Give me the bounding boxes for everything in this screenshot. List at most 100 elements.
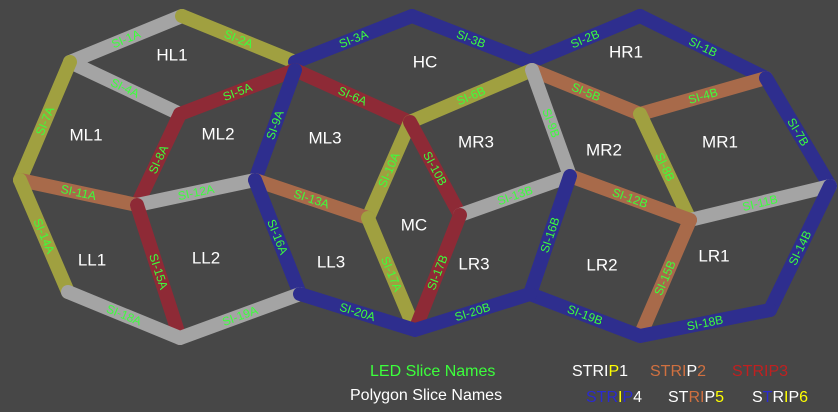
edge-si-17b bbox=[408, 208, 467, 337]
polygon-label-mr3: MR3 bbox=[458, 133, 494, 152]
led-slice-label: SI-4B bbox=[687, 85, 720, 107]
edge-si-3a bbox=[288, 9, 419, 69]
edge-si-2a bbox=[175, 9, 302, 69]
led-slice-label: SI-1B bbox=[686, 34, 719, 60]
legend-strip-char: R bbox=[670, 363, 682, 380]
legend-strip-char: S bbox=[572, 363, 583, 380]
polygon-label-ll1: LL1 bbox=[78, 251, 106, 270]
edge-si-8b bbox=[633, 107, 697, 227]
edge-si-5a bbox=[173, 63, 302, 121]
led-slice-label: SI-10B bbox=[420, 149, 450, 188]
legend-strip-char: S bbox=[586, 389, 597, 406]
polygon-label-mr1: MR1 bbox=[702, 133, 738, 152]
edge-si-17a bbox=[361, 211, 422, 337]
led-slice-label: SI-20A bbox=[338, 300, 377, 324]
legend-strip-char: R bbox=[752, 363, 764, 380]
edge-si-9b bbox=[525, 63, 577, 183]
led-slice-label: SI-2B bbox=[568, 27, 601, 51]
edge-si-2b bbox=[523, 9, 647, 69]
led-slice-label: SI-6A bbox=[336, 83, 369, 108]
edge-si-18b bbox=[633, 303, 777, 343]
legend-strip-char: I bbox=[604, 363, 608, 380]
legend-strip-char: S bbox=[650, 363, 661, 380]
legend-strip-char: 3 bbox=[779, 363, 788, 380]
legend-led-title: LED Slice Names bbox=[370, 363, 495, 380]
led-slice-label: SI-12B bbox=[610, 185, 649, 211]
led-slice-label: SI-18A bbox=[104, 302, 143, 329]
legend-strip-char: P bbox=[608, 363, 619, 380]
led-slice-label: SI-7B bbox=[784, 116, 811, 149]
legend-strip-char: S bbox=[668, 389, 679, 406]
edge-si-6a bbox=[288, 63, 417, 129]
edge-si-13a bbox=[248, 173, 375, 225]
edge-si-16b bbox=[523, 169, 577, 301]
legend-strip-char: S bbox=[752, 389, 763, 406]
led-slice-label: SI-17A bbox=[378, 254, 405, 293]
edge-si-20b bbox=[408, 287, 537, 337]
edge-si-14a bbox=[13, 173, 75, 299]
polygon-label-hr1: HR1 bbox=[609, 43, 643, 62]
edge-si-14b bbox=[763, 179, 837, 317]
led-slice-label: SI-5B bbox=[569, 80, 602, 104]
legend-strip-char: I bbox=[784, 389, 788, 406]
edge-si-5b bbox=[525, 63, 647, 121]
legend-strip-char: T bbox=[583, 363, 593, 380]
edge-si-11b bbox=[683, 179, 837, 227]
edge-si-19b bbox=[523, 287, 647, 343]
edge-si-1b bbox=[633, 9, 773, 85]
legend-strip-char: P bbox=[704, 389, 715, 406]
legend-strip-char: I bbox=[764, 363, 768, 380]
legend-strip-char: S bbox=[732, 363, 743, 380]
polygon-label-lr1: LR1 bbox=[698, 247, 729, 266]
led-slice-label: SI-1A bbox=[109, 27, 142, 51]
edge-si-10a bbox=[361, 115, 417, 225]
led-slice-label: SI-19B bbox=[565, 302, 604, 328]
legend-strip-char: R bbox=[592, 363, 604, 380]
led-slice-label: SI-18B bbox=[686, 313, 725, 334]
led-strip-edges bbox=[13, 9, 837, 345]
legend-strip-char: T bbox=[679, 389, 689, 406]
legend-strip-char: R bbox=[772, 389, 784, 406]
led-slice-label: SI-11A bbox=[60, 182, 98, 203]
edge-si-1a bbox=[63, 9, 189, 69]
edge-si-20a bbox=[293, 287, 422, 337]
edge-si-10b bbox=[403, 115, 467, 222]
led-slice-label: SI-9B bbox=[539, 107, 562, 140]
polygon-label-ml3: ML3 bbox=[308, 129, 341, 148]
polygon-label-hl1: HL1 bbox=[156, 46, 187, 65]
legend-strip-5: STRIP5 bbox=[668, 389, 724, 406]
led-slice-label: SI-10A bbox=[375, 150, 403, 189]
polygon-label-lr3: LR3 bbox=[458, 255, 489, 274]
legend-strip-3: STRIP3 bbox=[732, 363, 788, 380]
edge-si-11a bbox=[13, 173, 144, 212]
edge-si-6b bbox=[403, 63, 539, 129]
polygon-label-hc: HC bbox=[413, 53, 438, 72]
legend-strip-char: P bbox=[788, 389, 799, 406]
polygon-label-mr2: MR2 bbox=[586, 141, 622, 160]
led-slice-label: SI-6B bbox=[454, 84, 487, 109]
led-slice-label: SI-2A bbox=[222, 27, 255, 51]
legend-strip-char: P bbox=[686, 363, 697, 380]
legend-strip-char: 6 bbox=[799, 389, 808, 406]
polygon-label-mc: MC bbox=[401, 216, 427, 235]
led-slice-label: SI-8B bbox=[652, 150, 677, 183]
led-slice-label: SI-13A bbox=[292, 187, 331, 212]
edge-si-4a bbox=[63, 55, 187, 121]
led-slice-label: SI-9A bbox=[263, 109, 286, 142]
edge-si-7a bbox=[13, 55, 77, 187]
led-slice-label: SI-17B bbox=[424, 253, 450, 292]
legend-strip-char: R bbox=[688, 389, 700, 406]
edge-si-9a bbox=[248, 63, 302, 187]
led-slice-label: SI-12A bbox=[177, 182, 216, 203]
edge-si-16a bbox=[248, 173, 307, 301]
legend-strip-char: I bbox=[700, 389, 704, 406]
led-slice-label: SI-16A bbox=[264, 217, 290, 256]
led-slice-label: SI-19A bbox=[220, 303, 259, 329]
edge-si-8a bbox=[130, 107, 187, 212]
led-slice-label: SI-20B bbox=[453, 300, 492, 324]
edge-si-19a bbox=[173, 287, 307, 345]
edge-si-4b bbox=[633, 71, 773, 121]
led-slice-label: SI-14A bbox=[30, 216, 57, 255]
led-slice-label: SI-8A bbox=[146, 143, 171, 176]
